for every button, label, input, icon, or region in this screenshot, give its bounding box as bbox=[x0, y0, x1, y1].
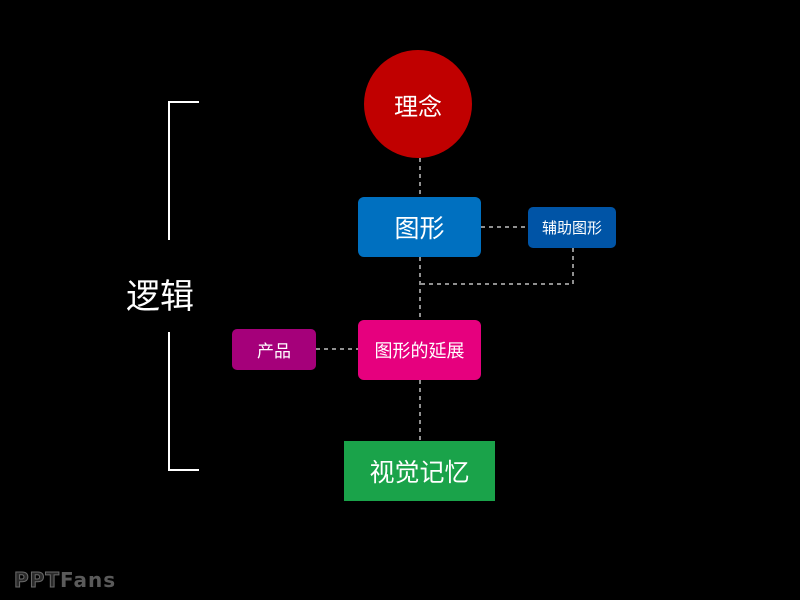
connector-aux-trunk bbox=[420, 248, 574, 285]
node-graphic: 图形 bbox=[358, 197, 481, 257]
node-visual-memory-label: 视觉记忆 bbox=[369, 458, 470, 487]
node-aux-graphic-label: 辅助图形 bbox=[541, 219, 602, 237]
node-product: 产品 bbox=[232, 329, 316, 370]
connectors bbox=[316, 158, 574, 441]
node-aux-graphic: 辅助图形 bbox=[528, 207, 616, 248]
brand-logo-suffix: Fans bbox=[59, 568, 117, 592]
node-product-label: 产品 bbox=[257, 342, 291, 362]
logic-label: 逻辑 bbox=[126, 277, 194, 317]
node-graphic-extension: 图形的延展 bbox=[358, 320, 481, 380]
brand-logo-prefix: PPT bbox=[14, 568, 60, 593]
node-visual-memory: 视觉记忆 bbox=[344, 441, 495, 501]
node-graphic-extension-label: 图形的延展 bbox=[374, 341, 465, 362]
brand-logo: PPTFans bbox=[14, 568, 117, 593]
node-concept: 理念 bbox=[364, 50, 472, 158]
node-graphic-label: 图形 bbox=[394, 214, 445, 243]
node-concept-label: 理念 bbox=[394, 92, 442, 121]
logic-bracket bbox=[168, 101, 199, 471]
bracket-bottom bbox=[168, 332, 199, 471]
bracket-top bbox=[168, 101, 199, 240]
